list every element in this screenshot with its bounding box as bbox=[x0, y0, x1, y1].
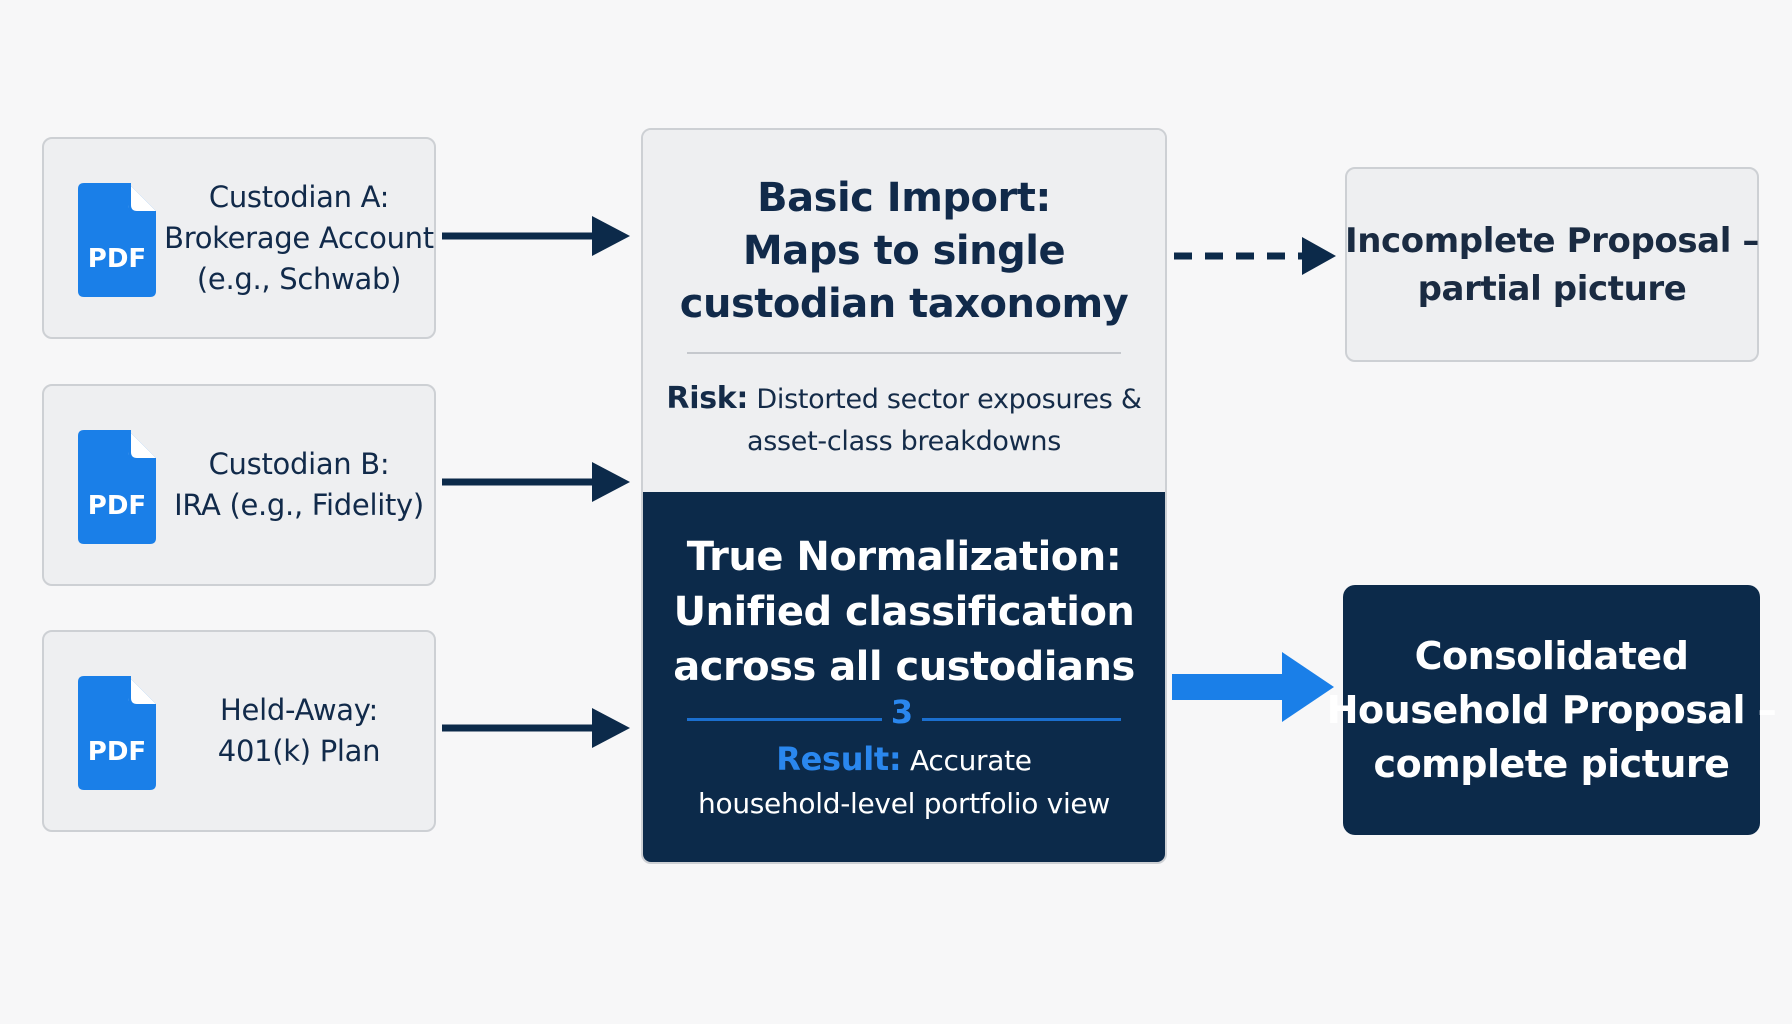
source-card-custodian-b: PDF Custodian B: IRA (e.g., Fidelity) bbox=[42, 384, 436, 586]
thick-arrow-right-icon bbox=[1172, 652, 1334, 722]
result-text-line: household-level portfolio view bbox=[698, 787, 1110, 820]
source-line: IRA (e.g., Fidelity) bbox=[174, 488, 424, 522]
pdf-icon: PDF bbox=[78, 430, 156, 544]
title-line: Maps to single bbox=[742, 228, 1066, 274]
arrow-right-icon bbox=[442, 708, 630, 748]
pdf-icon: PDF bbox=[78, 676, 156, 790]
pdf-icon-label: PDF bbox=[88, 244, 146, 274]
arrow-right-icon bbox=[442, 462, 630, 502]
source-line: Held-Away: bbox=[220, 693, 378, 727]
pdf-icon: PDF bbox=[78, 183, 156, 297]
basic-import-section: Basic Import: Maps to single custodian t… bbox=[643, 130, 1165, 492]
source-line: 401(k) Plan bbox=[217, 734, 381, 768]
risk-note: Risk: Distorted sector exposures & asset… bbox=[663, 378, 1145, 463]
title-line: Unified classification bbox=[673, 589, 1135, 635]
result-label: Result: bbox=[776, 740, 902, 778]
output-line: Household Proposal – bbox=[1326, 688, 1777, 732]
pdf-icon-label: PDF bbox=[88, 491, 146, 521]
risk-text-line: Distorted sector exposures & bbox=[756, 384, 1142, 415]
title-line: across all custodians bbox=[673, 644, 1135, 690]
step-number: 3 bbox=[882, 692, 922, 732]
risk-text-line: asset-class breakdowns bbox=[747, 426, 1061, 457]
source-card-custodian-a: PDF Custodian A: Brokerage Account (e.g.… bbox=[42, 137, 436, 339]
source-line: Custodian B: bbox=[208, 447, 390, 481]
arrow-right-icon bbox=[442, 216, 630, 256]
source-card-held-away: PDF Held-Away: 401(k) Plan bbox=[42, 630, 436, 832]
pdf-icon-label: PDF bbox=[88, 737, 146, 767]
true-normalization-section: True Normalization: Unified classificati… bbox=[643, 492, 1165, 862]
source-label: Custodian A: Brokerage Account (e.g., Sc… bbox=[164, 139, 434, 337]
source-label: Custodian B: IRA (e.g., Fidelity) bbox=[174, 386, 424, 584]
basic-import-title: Basic Import: Maps to single custodian t… bbox=[643, 172, 1165, 331]
result-note: Result: Accurate household-level portfol… bbox=[663, 738, 1145, 825]
risk-label: Risk: bbox=[666, 381, 749, 416]
title-line: custodian taxonomy bbox=[679, 281, 1129, 327]
normalization-process-box: Basic Import: Maps to single custodian t… bbox=[641, 128, 1167, 864]
consolidated-proposal-box: Consolidated Household Proposal – comple… bbox=[1327, 585, 1777, 835]
output-line: Incomplete Proposal – bbox=[1345, 220, 1760, 261]
section-divider bbox=[687, 352, 1121, 354]
output-line: Consolidated bbox=[1414, 634, 1689, 678]
output-line: partial picture bbox=[1417, 268, 1687, 309]
result-text-line: Accurate bbox=[910, 744, 1032, 777]
true-normalization-title: True Normalization: Unified classificati… bbox=[643, 530, 1165, 695]
dashed-arrow-right-icon bbox=[1174, 237, 1336, 275]
incomplete-proposal-box: Incomplete Proposal – partial picture bbox=[1345, 167, 1759, 362]
source-line: Brokerage Account bbox=[164, 220, 434, 255]
title-line: True Normalization: bbox=[686, 534, 1122, 580]
source-label: Held-Away: 401(k) Plan bbox=[174, 632, 424, 830]
output-line: complete picture bbox=[1373, 742, 1730, 786]
title-line: Basic Import: bbox=[757, 175, 1051, 221]
source-line: (e.g., Schwab) bbox=[196, 261, 402, 296]
source-line: Custodian A: bbox=[208, 179, 390, 214]
